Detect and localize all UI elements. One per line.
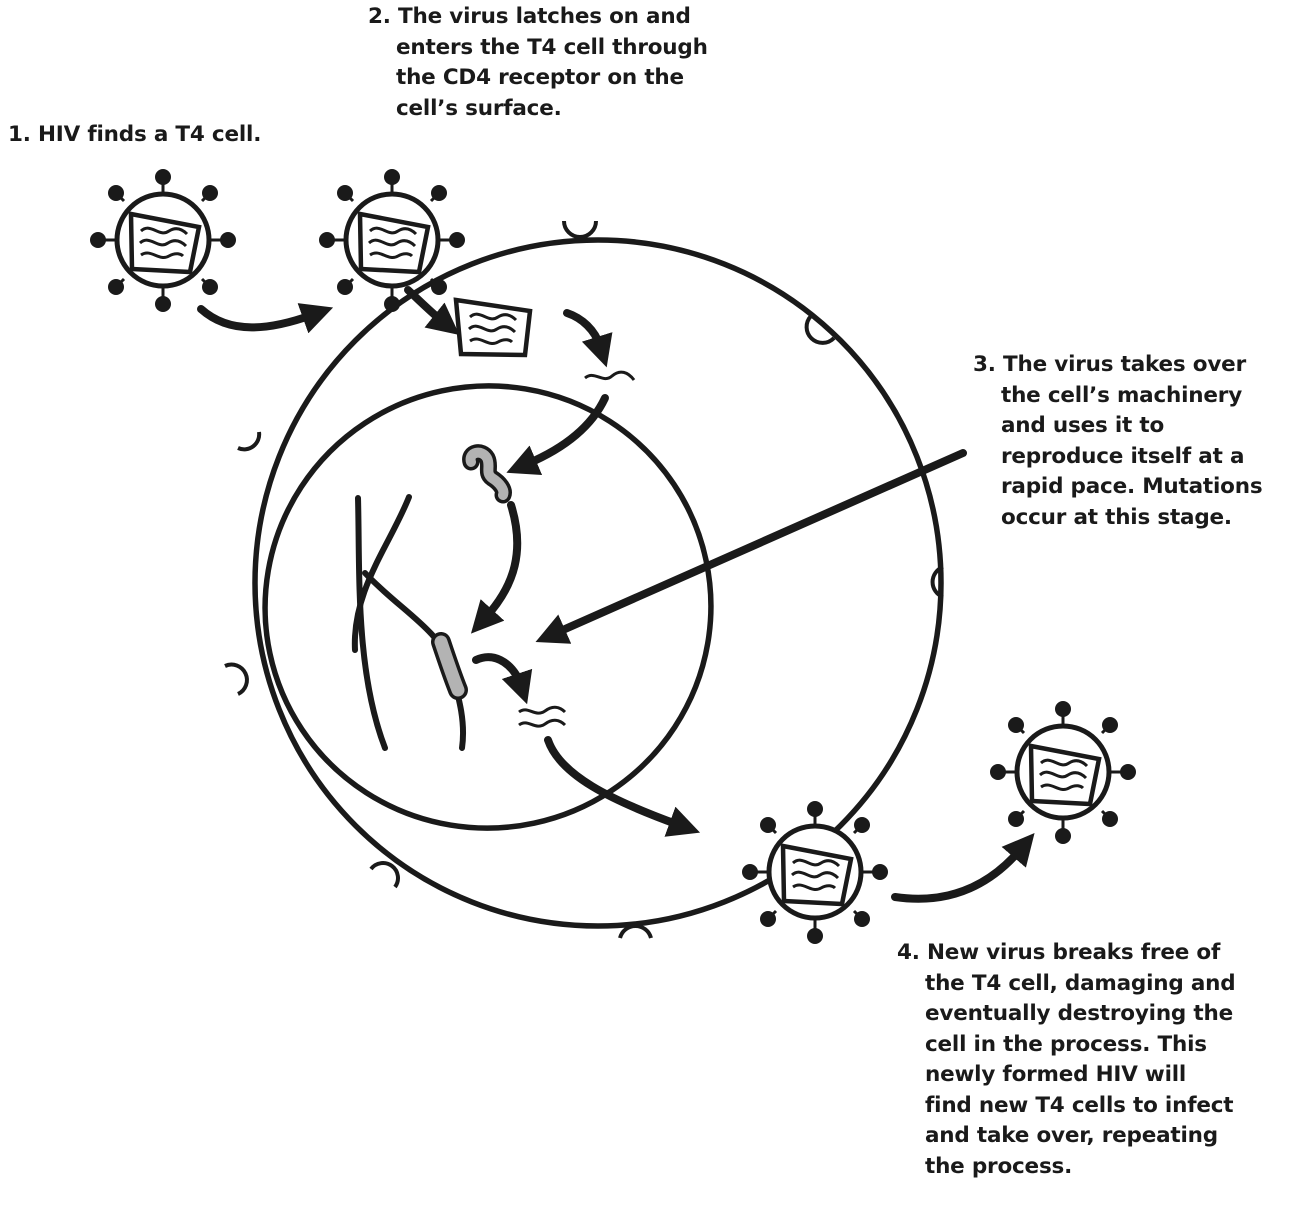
arrow-release bbox=[895, 850, 1020, 899]
step-3-label: 3. The virus takes over the cell’s machi… bbox=[973, 350, 1262, 533]
step-4-line: and take over, repeating bbox=[897, 1121, 1235, 1152]
step-2-line: enters the T4 cell through bbox=[368, 33, 708, 64]
capsid-inside-cell bbox=[456, 300, 530, 355]
step-4-line: eventually destroying the bbox=[897, 999, 1235, 1030]
step-3-line: 3. The virus takes over bbox=[973, 350, 1262, 381]
virus-budding bbox=[742, 801, 888, 944]
step-3-line: and uses it to bbox=[973, 411, 1262, 442]
step-3-line: the cell’s machinery bbox=[973, 381, 1262, 412]
step-2-line: the CD4 receptor on the bbox=[368, 63, 708, 94]
step-3-line: occur at this stage. bbox=[973, 503, 1262, 534]
step-1-line: 1. HIV finds a T4 cell. bbox=[8, 120, 261, 151]
virus-attaching bbox=[319, 169, 465, 312]
step-3-line: reproduce itself at a bbox=[973, 442, 1262, 473]
arrow-approach bbox=[201, 309, 312, 327]
cd4-receptor bbox=[620, 926, 651, 938]
cd4-receptor bbox=[238, 432, 259, 449]
cd4-receptor bbox=[564, 221, 596, 237]
step-4-line: newly formed HIV will bbox=[897, 1060, 1235, 1091]
step-3-line: rapid pace. Mutations bbox=[973, 472, 1262, 503]
step-4-line: the T4 cell, damaging and bbox=[897, 969, 1235, 1000]
step-2-line: 2. The virus latches on and bbox=[368, 2, 708, 33]
virus-new bbox=[990, 701, 1136, 844]
step-1-label: 1. HIV finds a T4 cell. bbox=[8, 120, 261, 151]
step-2-label: 2. The virus latches on and enters the T… bbox=[368, 2, 708, 124]
step-4-line: cell in the process. This bbox=[897, 1030, 1235, 1061]
step-4-line: 4. New virus breaks free of bbox=[897, 938, 1235, 969]
step-4-line: the process. bbox=[897, 1152, 1235, 1183]
step-4-label: 4. New virus breaks free of the T4 cell,… bbox=[897, 938, 1235, 1182]
step-2-line: cell’s surface. bbox=[368, 94, 708, 125]
virus-free bbox=[90, 169, 236, 312]
cd4-receptor bbox=[371, 863, 398, 887]
cd4-receptor bbox=[225, 665, 247, 694]
step-4-line: find new T4 cells to infect bbox=[897, 1091, 1235, 1122]
